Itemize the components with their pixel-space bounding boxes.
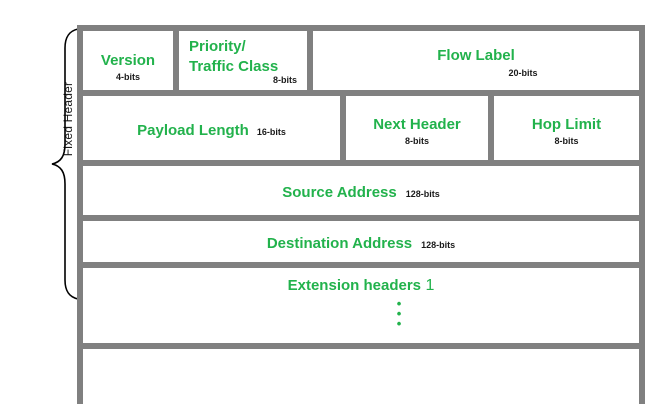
field-flow-label-bits: 20-bits <box>508 68 538 78</box>
dot-1: • <box>396 296 402 311</box>
header-row-5: Extension headers 1 • • • <box>77 262 645 343</box>
field-version: Version 4-bits <box>83 31 173 90</box>
header-table: Version 4-bits Priority/ Traffic Class 8… <box>77 25 645 404</box>
field-payload-length-name: Payload Length <box>137 122 249 139</box>
header-row-6 <box>77 343 645 404</box>
dot-3: • <box>396 316 402 331</box>
field-hop-limit: Hop Limit 8-bits <box>488 96 639 160</box>
header-row-1: Version 4-bits Priority/ Traffic Class 8… <box>77 25 645 90</box>
field-destination-address-name: Destination Address <box>266 235 413 252</box>
field-extension-headers: Extension headers 1 • • • <box>83 268 639 343</box>
field-extension-headers-name: Extension headers <box>287 277 422 294</box>
field-priority-traffic-class: Priority/ Traffic Class 8-bits <box>173 31 307 90</box>
field-version-bits: 4-bits <box>115 72 140 82</box>
field-extension-headers-number: 1 <box>425 277 435 294</box>
brace-icon <box>51 28 79 300</box>
field-priority-name-line2: Traffic Class <box>189 58 279 75</box>
extension-headers-continuation-dots: • • • <box>83 296 639 331</box>
field-hop-limit-bits: 8-bits <box>554 136 579 146</box>
field-payload-length-bits: 16-bits <box>256 127 286 137</box>
field-priority-name-line1: Priority/ <box>189 38 246 55</box>
field-next-header-bits: 8-bits <box>404 136 429 146</box>
header-row-3: Source Address 128-bits <box>77 160 645 215</box>
field-next-header: Next Header 8-bits <box>340 96 488 160</box>
field-next-header-name: Next Header <box>373 116 461 133</box>
field-empty-trailing <box>83 349 639 404</box>
field-source-address-bits: 128-bits <box>405 189 440 199</box>
field-version-name: Version <box>100 52 156 69</box>
header-row-2: Payload Length 16-bits Next Header 8-bit… <box>77 90 645 160</box>
field-hop-limit-name: Hop Limit <box>531 116 602 133</box>
field-source-address: Source Address 128-bits <box>83 166 639 215</box>
field-flow-label: Flow Label 20-bits <box>307 31 639 90</box>
field-destination-address: Destination Address 128-bits <box>83 221 639 262</box>
header-row-4: Destination Address 128-bits <box>77 215 645 262</box>
field-priority-bits: 8-bits <box>272 75 297 85</box>
fixed-header-brace <box>47 26 81 302</box>
field-destination-address-bits: 128-bits <box>421 240 456 250</box>
field-source-address-name: Source Address <box>282 184 397 201</box>
dot-2: • <box>396 306 402 321</box>
field-flow-label-name: Flow Label <box>437 47 515 64</box>
field-payload-length: Payload Length 16-bits <box>83 96 340 160</box>
